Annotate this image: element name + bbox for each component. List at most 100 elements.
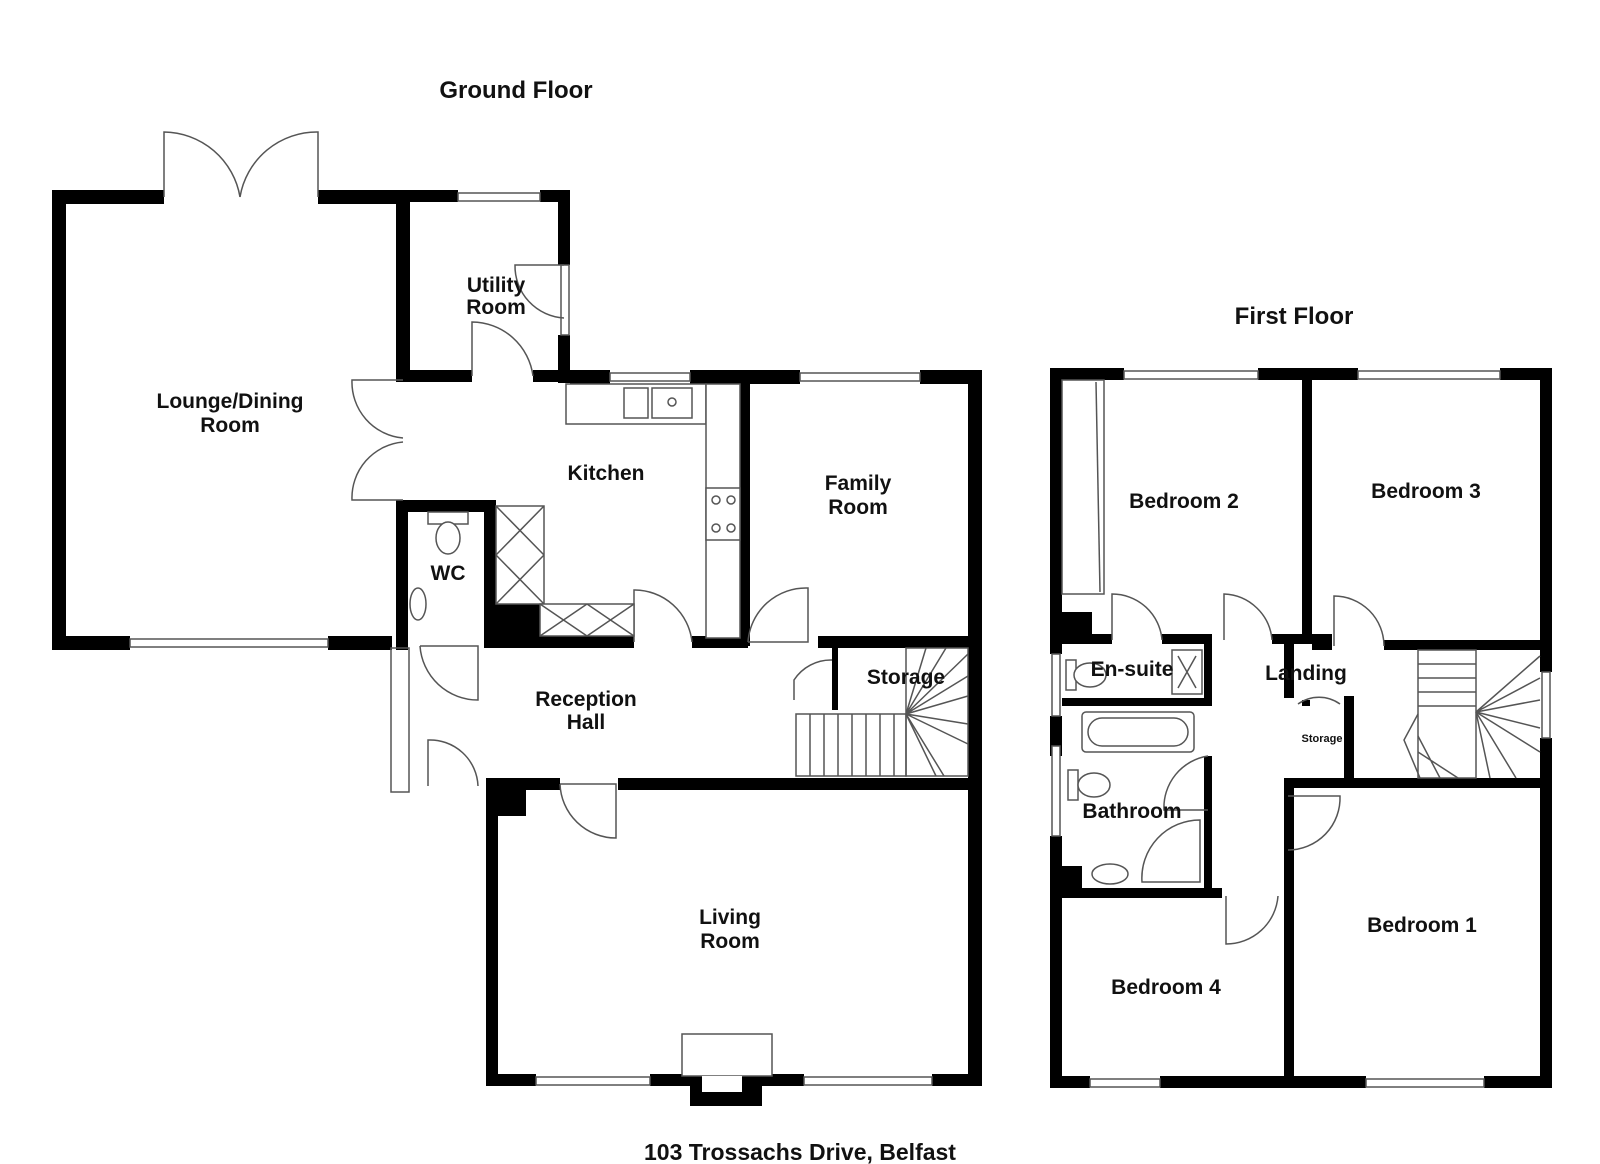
- window: [560, 264, 570, 336]
- wall: [1302, 700, 1310, 706]
- wall: [328, 636, 392, 650]
- door: [471, 321, 534, 377]
- wall: [52, 190, 66, 650]
- bath-icon: [1087, 717, 1189, 747]
- wall: [690, 370, 800, 384]
- wall: [618, 778, 982, 790]
- room-label-storage-first-floor: Storage: [1302, 733, 1343, 745]
- room-label-family: Family: [825, 472, 892, 495]
- window: [1541, 671, 1551, 739]
- window: [1365, 1078, 1485, 1088]
- wall: [570, 370, 610, 384]
- hob-icon: [705, 487, 741, 541]
- french-door: [351, 379, 404, 439]
- french-door: [351, 441, 404, 501]
- wall: [52, 636, 130, 650]
- window: [799, 372, 921, 382]
- window: [129, 638, 329, 648]
- fireplace-icon: [681, 1033, 773, 1077]
- window: [457, 192, 541, 202]
- room-label-utility: Utility: [467, 274, 526, 297]
- door: [559, 783, 617, 839]
- wall: [1062, 698, 1212, 706]
- wall: [1050, 368, 1062, 654]
- wall: [1284, 644, 1294, 698]
- wall: [1062, 634, 1112, 644]
- cistern-icon: [1067, 769, 1079, 801]
- property-address: 103 Trossachs Drive, Belfast: [644, 1139, 956, 1164]
- wall: [1050, 368, 1124, 380]
- wall: [396, 500, 408, 650]
- wall: [396, 370, 472, 382]
- wall: [1204, 644, 1212, 704]
- wall: [1302, 380, 1312, 644]
- window: [803, 1076, 933, 1086]
- wall: [486, 1074, 536, 1086]
- room-label-living: Living: [699, 906, 761, 929]
- room-label-lounge-dining: Room: [200, 414, 260, 437]
- wall: [396, 190, 410, 380]
- door: [1223, 593, 1273, 641]
- sink-icon: [651, 387, 693, 419]
- worktop: [495, 505, 545, 605]
- wall: [396, 190, 458, 202]
- room-label-family: Room: [828, 496, 888, 519]
- french-door: [163, 131, 241, 198]
- room-label-lounge-dining: Lounge/Dining: [157, 390, 304, 413]
- door: [1297, 696, 1341, 705]
- room-label-reception-hall: Hall: [567, 711, 606, 734]
- wall: [1540, 738, 1552, 1088]
- staircase: [1403, 649, 1541, 779]
- wall: [1500, 368, 1552, 380]
- toilet-icon: [435, 521, 461, 555]
- window: [1089, 1078, 1161, 1088]
- wall: [818, 636, 982, 648]
- wall: [490, 604, 540, 638]
- wall: [740, 384, 750, 646]
- room-label-reception-hall: Reception: [535, 688, 637, 711]
- first-floor-heading: First Floor: [1235, 303, 1354, 330]
- window: [1357, 370, 1501, 380]
- wall: [1272, 634, 1332, 644]
- door: [514, 264, 565, 319]
- wall: [486, 778, 498, 1086]
- ground-floor-plan: Ground Floor Lounge/Dining Room Utility …: [52, 77, 982, 1106]
- wall: [484, 636, 634, 648]
- toilet-icon: [1077, 772, 1111, 798]
- first-floor-plan: First Floor Bedroom 2 Bedroom 3 En-suite…: [1050, 303, 1552, 1088]
- wall: [1204, 756, 1212, 896]
- room-label-bedroom-2: Bedroom 2: [1129, 490, 1239, 513]
- wall: [832, 648, 838, 710]
- wall: [650, 1074, 690, 1086]
- room-label-bedroom-1: Bedroom 1: [1367, 914, 1477, 937]
- door: [747, 587, 809, 643]
- wall: [1384, 640, 1552, 650]
- wall: [1484, 1076, 1552, 1088]
- toilet-icon: [1073, 662, 1107, 688]
- door: [633, 589, 693, 643]
- wall: [1540, 368, 1552, 672]
- room-label-living: Room: [700, 930, 760, 953]
- wall: [692, 636, 748, 648]
- room-label-utility: Room: [466, 296, 526, 319]
- wall: [968, 370, 982, 1086]
- wall: [1312, 640, 1332, 650]
- wall: [486, 782, 526, 816]
- wall: [1160, 1076, 1366, 1088]
- basin-icon: [1091, 863, 1129, 885]
- staircase: [795, 647, 969, 777]
- wall: [1290, 778, 1552, 788]
- wall: [1050, 1076, 1090, 1088]
- wall: [533, 370, 570, 382]
- ground-floor-heading: Ground Floor: [439, 77, 592, 104]
- door: [1287, 795, 1341, 851]
- wall: [52, 190, 164, 204]
- room-label-wc: WC: [431, 562, 466, 585]
- door: [419, 645, 479, 701]
- window: [1051, 745, 1061, 837]
- room-label-kitchen: Kitchen: [567, 462, 644, 485]
- wall: [1050, 836, 1062, 1088]
- door: [1333, 595, 1385, 647]
- door: [1111, 593, 1163, 641]
- bay-window: [390, 647, 410, 793]
